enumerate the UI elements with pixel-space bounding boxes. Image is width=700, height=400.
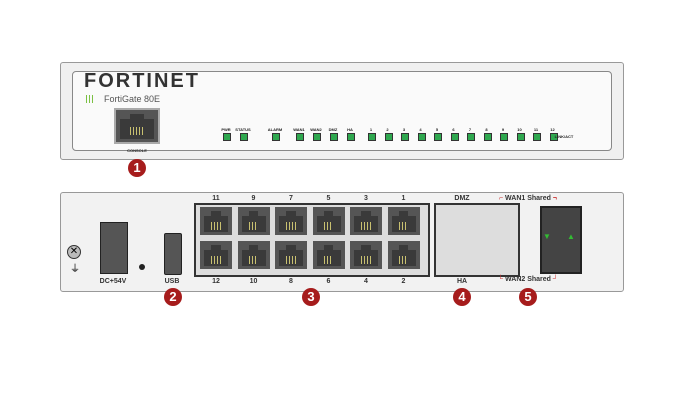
status-led-label: STATUS [235, 127, 251, 132]
status-led-label: WAN1 [293, 127, 305, 132]
ethernet-port[interactable] [385, 239, 422, 271]
port-led-label: 2 [386, 127, 389, 132]
status-led-label: PWR [221, 127, 231, 132]
sfp-arrow-down-icon: ▼ [543, 232, 551, 241]
port-led [450, 133, 459, 141]
ethernet-port[interactable] [235, 239, 272, 271]
port-led-label: 12 [550, 127, 555, 132]
port-number-label: 5 [326, 195, 331, 202]
callout-3: 3 [302, 288, 320, 306]
status-led [223, 133, 231, 141]
port-led-label: 5 [435, 127, 439, 132]
port-led-label: 10 [517, 127, 522, 132]
port-led-label: 11 [533, 127, 539, 132]
status-led [330, 133, 338, 141]
ethernet-port[interactable] [348, 205, 384, 237]
console-port[interactable] [114, 108, 160, 144]
dmz-label: DMZ [454, 195, 470, 202]
port-number-label: 7 [289, 195, 293, 202]
callout-2: 2 [164, 288, 182, 306]
ha-label: HA [456, 278, 468, 285]
status-led [347, 133, 355, 141]
callout-1: 1 [128, 159, 146, 177]
port-number-label: 11 [212, 195, 220, 202]
wan2-label: └ WAN2 Shared ┘ [498, 276, 558, 283]
port-led-label: 6 [452, 127, 455, 132]
port-led-label: 9 [501, 127, 505, 132]
port-led [401, 133, 409, 141]
wan1-label: ⌐ WAN1 Shared ¬ [499, 195, 557, 202]
ethernet-port[interactable] [310, 239, 347, 271]
ethernet-port[interactable] [310, 205, 347, 237]
usb-port[interactable] [164, 233, 182, 275]
port-number-label: 4 [364, 278, 368, 285]
status-led [272, 133, 280, 141]
port-number-label: 10 [249, 278, 258, 285]
port-number-label: 1 [401, 195, 406, 202]
port-number-label: 3 [364, 195, 368, 202]
power-label: DC+54V [99, 278, 127, 285]
wan2-text: WAN2 Shared [505, 276, 551, 283]
port-led [384, 133, 393, 141]
ethernet-port[interactable] [348, 239, 384, 271]
port-led [549, 133, 558, 141]
port-number-label: 8 [289, 278, 293, 285]
ground-icon: ⏚ [70, 264, 80, 275]
port-number-label: 12 [212, 278, 220, 285]
port-led [483, 133, 492, 141]
dmz-ha-wan-block [434, 203, 520, 277]
port-led [533, 133, 541, 141]
port-number-label: 9 [251, 195, 256, 202]
ground-screw-icon: ✕ [67, 245, 81, 259]
callout-5: 5 [519, 288, 537, 306]
status-led [296, 133, 304, 141]
status-bars-icon [86, 95, 94, 103]
status-led-label: DMZ [328, 127, 338, 132]
reset-button[interactable] [139, 264, 145, 270]
port-led-label: 1 [369, 127, 373, 132]
status-led-label: ALARM [267, 127, 283, 132]
port-led [417, 133, 426, 141]
wan1-text: WAN1 Shared [505, 195, 551, 202]
status-led-label: HA [347, 127, 353, 132]
port-led-label: 8 [485, 127, 488, 132]
ethernet-port[interactable] [198, 205, 234, 237]
port-led [368, 133, 376, 141]
port-led-label: 7 [468, 127, 472, 132]
ethernet-port[interactable] [385, 205, 422, 237]
port-led [467, 133, 475, 141]
status-led-label: WAN2 [310, 127, 322, 132]
status-led [313, 133, 321, 141]
power-connector[interactable] [100, 222, 128, 274]
sfp-ports[interactable] [540, 206, 582, 274]
status-led [240, 133, 248, 141]
port-led [516, 133, 525, 141]
link-act-label: LINK/ACT [554, 134, 574, 139]
ethernet-port[interactable] [198, 239, 234, 271]
callout-4: 4 [453, 288, 471, 306]
port-led-label: 3 [402, 127, 406, 132]
console-label: CONSOLE [127, 148, 147, 153]
port-number-label: 6 [326, 278, 331, 285]
ethernet-port[interactable] [273, 205, 309, 237]
port-led-label: 4 [419, 127, 422, 132]
port-number-label: 2 [401, 278, 406, 285]
ethernet-port[interactable] [235, 205, 272, 237]
port-led [434, 133, 442, 141]
usb-label: USB [164, 278, 180, 285]
sfp-arrow-up-icon: ▲ [567, 232, 575, 241]
ethernet-port[interactable] [273, 239, 309, 271]
fortinet-logo: FORTINET [84, 70, 200, 92]
model-name: FortiGate 80E [104, 94, 161, 104]
port-led [500, 133, 508, 141]
